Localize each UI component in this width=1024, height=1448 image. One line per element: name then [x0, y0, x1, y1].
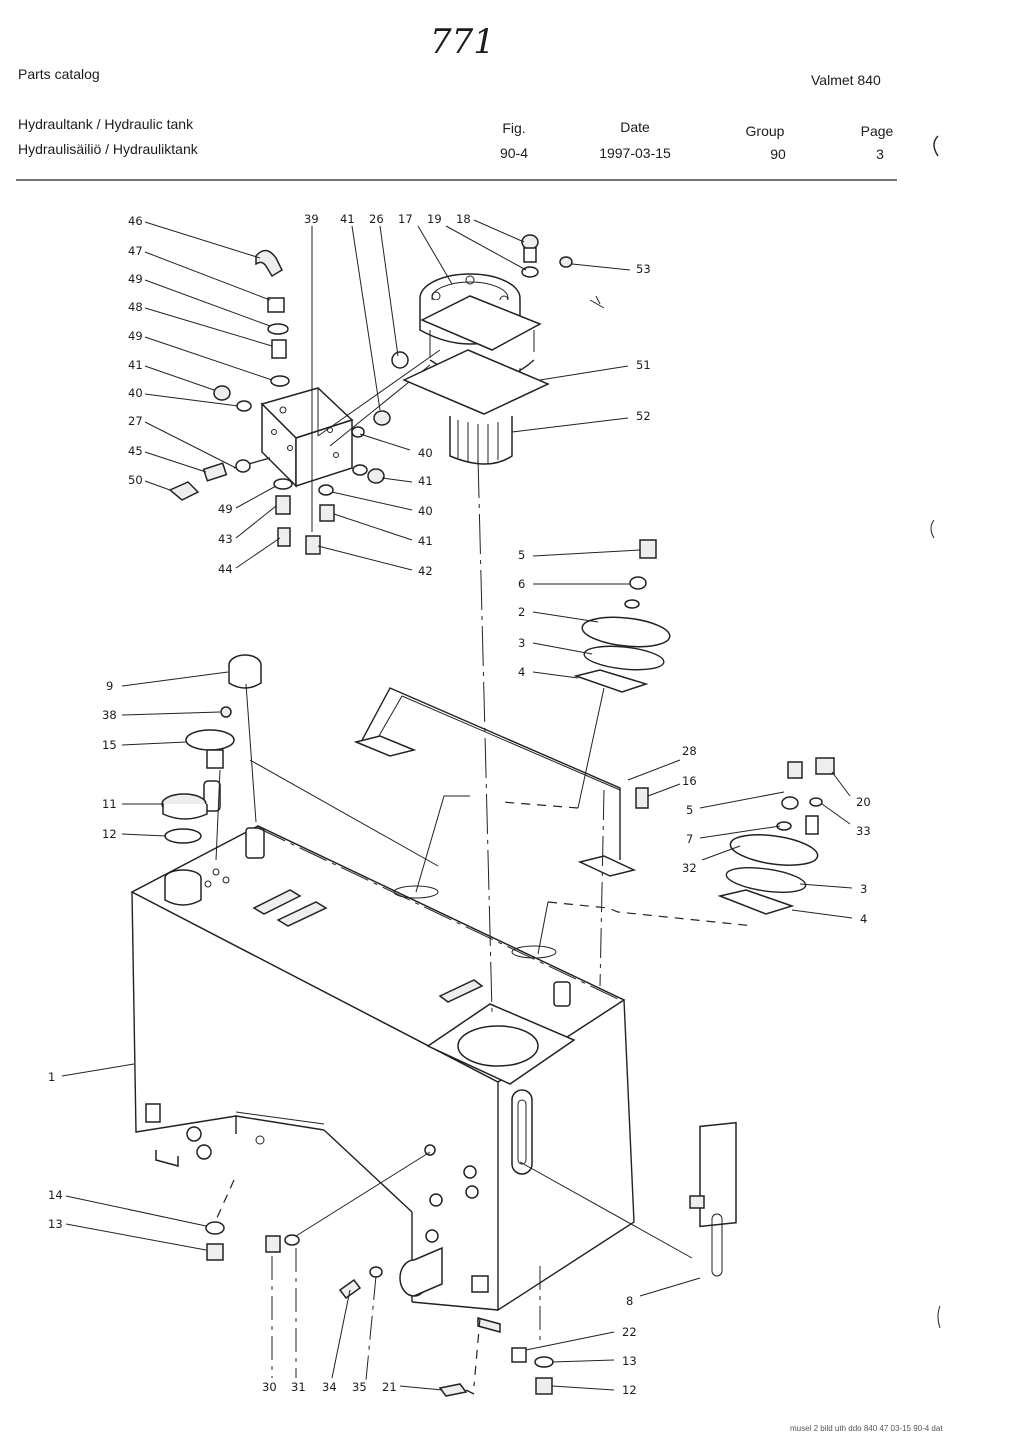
- callout-44: 44: [218, 562, 233, 576]
- bracket-frame: [353, 687, 649, 877]
- filler-cluster: [161, 654, 262, 844]
- callout-15: 15: [102, 738, 117, 752]
- callout-7: 7: [686, 832, 694, 846]
- callout-9: 9: [106, 679, 114, 693]
- callout-26: 26: [369, 212, 384, 226]
- callout-51: 51: [636, 358, 651, 372]
- callout-1: 1: [48, 1070, 56, 1084]
- margin-mark: [930, 519, 935, 539]
- callout-45: 45: [128, 444, 143, 458]
- callout-11: 11: [102, 797, 117, 811]
- fitting-stack: [168, 249, 409, 555]
- callout-21: 21: [382, 1380, 397, 1394]
- callout-46: 46: [128, 214, 143, 228]
- callout-42: 42: [418, 564, 433, 578]
- callout-40: 40: [128, 386, 143, 400]
- callout-19: 19: [427, 212, 442, 226]
- guide-lines: [215, 225, 755, 1387]
- group-label: Group: [745, 123, 785, 139]
- margin-mark: [937, 1305, 941, 1329]
- callout-35: 35: [352, 1380, 367, 1394]
- callout-41: 41: [340, 212, 355, 226]
- filter-assembly: [402, 234, 605, 465]
- callout-39: 39: [304, 212, 319, 226]
- callout-28: 28: [682, 744, 697, 758]
- page-value: 3: [876, 146, 884, 162]
- fig-value: 90-4: [499, 145, 529, 161]
- callout-14: 14: [48, 1188, 63, 1202]
- callout-3: 3: [518, 636, 526, 650]
- margin-mark: [933, 135, 939, 157]
- callout-27: 27: [128, 414, 143, 428]
- callout-50: 50: [128, 473, 143, 487]
- callout-34: 34: [322, 1380, 337, 1394]
- leader-lines: [61, 219, 853, 1391]
- callout-4: 4: [860, 912, 868, 926]
- cover-plate-group: [573, 539, 671, 693]
- group-value: 90: [770, 146, 786, 162]
- callout-38: 38: [102, 708, 117, 722]
- callout-18: 18: [456, 212, 471, 226]
- callout-31: 31: [291, 1380, 306, 1394]
- page-label: Page: [860, 123, 894, 139]
- fig-label: Fig.: [502, 120, 526, 136]
- callout-3: 3: [860, 882, 868, 896]
- date-value: 1997-03-15: [599, 145, 671, 161]
- side-cover-group: [717, 757, 835, 915]
- callout-33: 33: [856, 824, 871, 838]
- callout-5: 5: [686, 803, 694, 817]
- footer-file-note: musel 2 bild uth ddo 840 47 03-15 90-4 d…: [790, 1424, 943, 1433]
- callout-40: 40: [418, 504, 433, 518]
- callout-41: 41: [418, 474, 433, 488]
- callout-43: 43: [218, 532, 233, 546]
- hydraulic-tank-body: [130, 825, 635, 1333]
- callout-41: 41: [418, 534, 433, 548]
- title-line-1: Hydraultank / Hydraulic tank: [18, 116, 194, 132]
- callout-22: 22: [622, 1325, 637, 1339]
- callout-6: 6: [518, 577, 526, 591]
- drain-parts: [205, 1144, 554, 1397]
- callout-30: 30: [262, 1380, 277, 1394]
- callout-17: 17: [398, 212, 413, 226]
- title-line-2: Hydraulisäiliö / Hydrauliktank: [18, 141, 198, 157]
- callout-47: 47: [128, 244, 143, 258]
- callout-53: 53: [636, 262, 651, 276]
- callout-48: 48: [128, 300, 143, 314]
- callout-52: 52: [636, 409, 651, 423]
- callout-5: 5: [518, 548, 526, 562]
- callout-13: 13: [622, 1354, 637, 1368]
- callout-2: 2: [518, 605, 526, 619]
- callout-4: 4: [518, 665, 526, 679]
- valve-block: [260, 349, 441, 488]
- callout-41: 41: [128, 358, 143, 372]
- level-gauge: [689, 1121, 737, 1277]
- handwritten-note: 771: [430, 22, 495, 62]
- model-label: Valmet 840: [811, 72, 881, 88]
- callout-40: 40: [418, 446, 433, 460]
- callout-16: 16: [682, 774, 697, 788]
- catalog-label: Parts catalog: [18, 66, 100, 82]
- callout-12: 12: [622, 1383, 637, 1397]
- callout-49: 49: [128, 329, 143, 343]
- callout-20: 20: [856, 795, 871, 809]
- callout-32: 32: [682, 861, 697, 875]
- callout-49: 49: [128, 272, 143, 286]
- callout-12: 12: [102, 827, 117, 841]
- date-label: Date: [620, 119, 650, 135]
- callout-49: 49: [218, 502, 233, 516]
- callout-8: 8: [626, 1294, 634, 1308]
- callout-13: 13: [48, 1217, 63, 1231]
